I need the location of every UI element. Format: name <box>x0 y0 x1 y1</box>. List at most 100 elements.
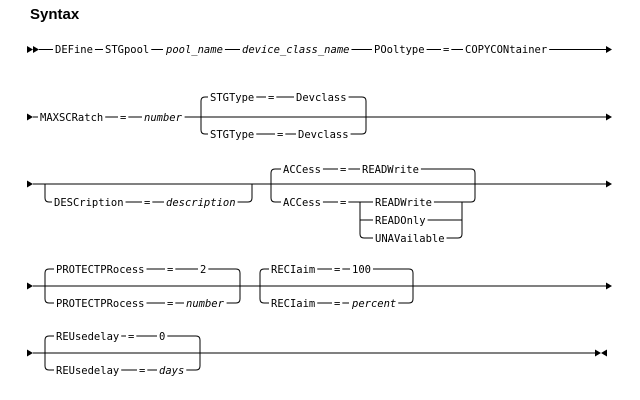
line-continue-arrow-icon <box>606 113 612 121</box>
kw-protectprocess-default: PROTECTPRocess <box>56 264 145 276</box>
val-readwrite-default: READWrite <box>362 164 419 176</box>
option-branch-line <box>270 184 360 203</box>
text-gap <box>208 129 257 141</box>
line-start-arrow-icon <box>27 46 39 53</box>
line-continue-arrow-icon <box>606 46 612 53</box>
line-resume-arrow-icon <box>27 113 33 121</box>
text-gap <box>38 112 106 124</box>
val-reuse-default: 0 <box>159 331 165 343</box>
kw-reusedelay-default: REUsedelay <box>56 331 119 343</box>
line-resume-arrow-icon <box>27 349 33 357</box>
text-gap <box>349 298 399 310</box>
text-gap <box>198 264 209 276</box>
text-gap <box>54 298 147 310</box>
syntax-line-2: MAXSCRatch = number STGType = Devclass S… <box>27 92 612 141</box>
kw-define: DEFine <box>55 44 93 56</box>
syntax-heading: Syntax <box>30 6 80 23</box>
text-gap <box>164 197 238 209</box>
syntax-line-1: DEFine STGpool pool_name device_class_na… <box>27 44 612 56</box>
text-gap <box>281 164 323 176</box>
text-gap <box>269 264 318 276</box>
text-gap <box>373 215 428 227</box>
text-gap <box>338 164 349 176</box>
val-devclass-default: Devclass <box>296 92 347 104</box>
eq-sign-option: = <box>167 298 173 310</box>
line-resume-arrow-icon <box>27 180 33 188</box>
kw-pooltype: POoltype <box>374 44 425 56</box>
default-branch-line <box>44 335 201 353</box>
val-readwrite: READWrite <box>375 197 432 209</box>
text-gap <box>441 44 452 56</box>
text-gap <box>373 197 434 209</box>
text-gap <box>184 298 227 310</box>
syntax-line-5: REUsedelay = 0 REUsedelay = days <box>27 331 607 377</box>
eq-sign: = <box>120 112 126 124</box>
default-branch-line <box>200 96 367 117</box>
text-gap <box>165 298 176 310</box>
text-gap <box>240 44 352 56</box>
text-gap <box>281 197 323 209</box>
text-gap <box>53 44 95 56</box>
val-unavailable: UNAVailable <box>375 233 445 245</box>
kw-reclaim-option: RECIaim <box>271 298 315 310</box>
param-number: number <box>144 112 183 124</box>
kw-maxscratch: MAXSCRatch <box>40 112 103 124</box>
eq-sign-reclaim-default: = <box>334 264 340 276</box>
text-gap <box>360 164 421 176</box>
text-gap <box>54 264 147 276</box>
param-pool-name: pool_name <box>165 44 223 56</box>
eq-sign: = <box>144 197 150 209</box>
text-gap <box>142 112 185 124</box>
val-reclaim-default: 100 <box>352 264 371 276</box>
text-gap <box>373 233 447 245</box>
eq-sign-option: = <box>340 197 346 209</box>
text-gap <box>163 44 225 56</box>
text-gap <box>157 365 187 377</box>
eq-sign-option: = <box>277 129 283 141</box>
kw-stgtype-default: STGType <box>210 92 254 104</box>
text-gap <box>338 197 349 209</box>
kw-reclaim-default: RECIaim <box>271 264 315 276</box>
eq-sign-default: = <box>128 331 134 343</box>
text-gap <box>269 298 318 310</box>
text-gap <box>208 92 257 104</box>
text-gap <box>103 44 152 56</box>
syntax-line-4: PROTECTPRocess = 2 PROTECTPRocess = numb… <box>27 264 612 310</box>
text-gap <box>54 365 122 377</box>
kw-stgtype-option: STGType <box>210 129 254 141</box>
kw-description: DESCription <box>54 197 124 209</box>
line-end-arrow-icon <box>595 349 607 357</box>
val-readonly: READOnly <box>375 215 426 227</box>
line-resume-arrow-icon <box>27 282 33 290</box>
kw-stgpool: STGpool <box>105 44 149 56</box>
text-gap <box>275 129 286 141</box>
kw-access-option: ACCess <box>283 197 321 209</box>
option-branch-line <box>44 353 201 371</box>
text-gap <box>142 197 153 209</box>
text-gap <box>296 129 351 141</box>
param-description: description <box>166 197 236 209</box>
text-gap <box>350 264 373 276</box>
kw-protectprocess-option: PROTECTPRocess <box>56 298 145 310</box>
text-gap <box>52 197 126 209</box>
eq-sign-reclaim-option: = <box>334 298 340 310</box>
value-branch-line <box>360 184 476 203</box>
syntax-line-3: DESCription = description ACCess = READW… <box>27 164 612 245</box>
kw-copycontainer: COPYCONtainer <box>465 44 547 56</box>
val-devclass-option: Devclass <box>298 129 349 141</box>
text-gap <box>463 44 550 56</box>
text-gap <box>165 264 176 276</box>
eq-sign-option: = <box>139 365 145 377</box>
text-gap <box>54 331 122 343</box>
param-device-class-name: device_class_name <box>242 44 349 56</box>
line-continue-arrow-icon <box>606 282 612 290</box>
text-gap <box>294 92 349 104</box>
text-gap <box>266 92 277 104</box>
text-gap <box>157 331 168 343</box>
text-gap <box>126 331 137 343</box>
param-number: number <box>186 298 225 310</box>
text-gap <box>332 264 343 276</box>
kw-access-default: ACCess <box>283 164 321 176</box>
